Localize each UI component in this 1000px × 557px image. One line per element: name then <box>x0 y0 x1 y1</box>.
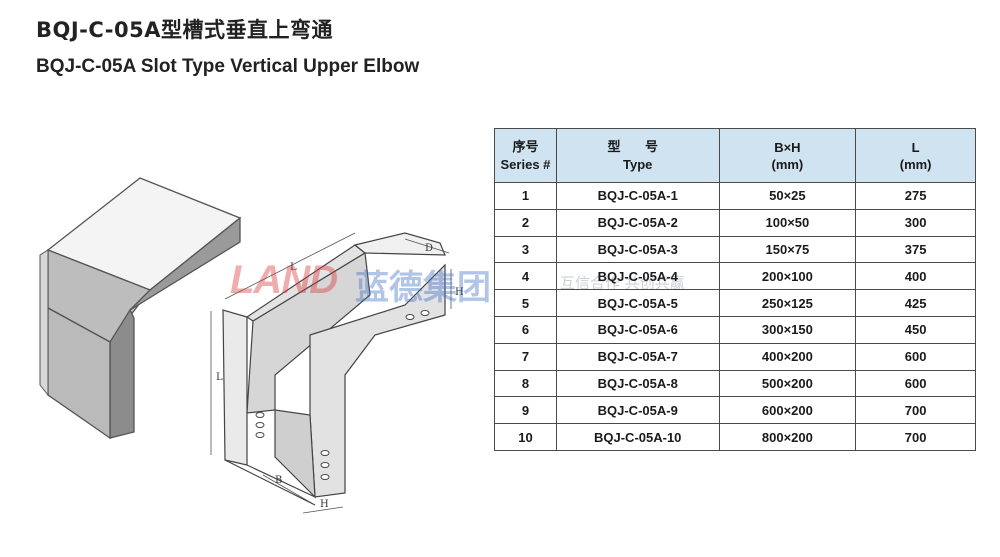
cell-type: BQJ-C-05A-3 <box>555 235 720 264</box>
cell-type: BQJ-C-05A-10 <box>555 423 720 451</box>
dimension-label-d: D <box>425 243 433 254</box>
cell-series: 3 <box>494 235 557 264</box>
dimension-label-l-top: L <box>290 262 297 273</box>
cell-bxh: 800×200 <box>718 423 857 451</box>
cell-bxh: 300×150 <box>718 315 857 344</box>
header-series-zh: 序号 <box>512 139 539 155</box>
cell-bxh: 250×125 <box>718 289 857 317</box>
cell-bxh: 400×200 <box>718 342 857 371</box>
cell-type: BQJ-C-05A-5 <box>555 289 720 317</box>
table-row: 9 BQJ-C-05A-9 600×200 700 <box>494 396 976 425</box>
cell-series: 10 <box>494 423 557 451</box>
cell-series: 6 <box>494 315 557 344</box>
cell-type: BQJ-C-05A-1 <box>555 182 720 210</box>
cell-series: 9 <box>494 396 557 425</box>
cell-series: 8 <box>494 369 557 398</box>
cell-l: 600 <box>855 369 976 398</box>
cell-bxh: 500×200 <box>718 369 857 398</box>
cell-bxh: 200×100 <box>718 262 857 291</box>
cell-bxh: 50×25 <box>718 182 857 210</box>
cell-l: 400 <box>855 262 976 291</box>
cell-type: BQJ-C-05A-2 <box>555 208 720 237</box>
table-row: 2 BQJ-C-05A-2 100×50 300 <box>494 208 976 237</box>
cell-bxh: 600×200 <box>718 396 857 425</box>
header-bxh: B×H (mm) <box>718 128 857 183</box>
header-type-en: Type <box>623 156 653 172</box>
dimension-label-b: B <box>275 475 282 486</box>
cell-series: 4 <box>494 262 557 291</box>
table-row: 6 BQJ-C-05A-6 300×150 450 <box>494 315 976 344</box>
table-row: 8 BQJ-C-05A-8 500×200 600 <box>494 369 976 398</box>
cell-l: 375 <box>855 235 976 264</box>
title-chinese: BQJ-C-05A型槽式垂直上弯通 <box>36 18 333 42</box>
dimension-label-l-vertical: L <box>216 372 223 383</box>
table-row: 3 BQJ-C-05A-3 150×75 375 <box>494 235 976 264</box>
title-english: BQJ-C-05A Slot Type Vertical Upper Elbow <box>36 56 420 77</box>
dimension-label-h-bottom: H <box>320 499 329 510</box>
header-l: L (mm) <box>855 128 976 183</box>
cell-l: 700 <box>855 423 976 451</box>
header-l-unit: (mm) <box>899 156 932 172</box>
cell-l: 300 <box>855 208 976 237</box>
cell-l: 600 <box>855 342 976 371</box>
cell-type: BQJ-C-05A-9 <box>555 396 720 425</box>
table-row: 7 BQJ-C-05A-7 400×200 600 <box>494 342 976 371</box>
cell-l: 425 <box>855 289 976 317</box>
header-bxh-label: B×H <box>774 139 801 155</box>
header-series: 序号 Series # <box>494 128 557 183</box>
cell-l: 450 <box>855 315 976 344</box>
table-row: 4 BQJ-C-05A-4 200×100 400 <box>494 262 976 291</box>
header-bxh-unit: (mm) <box>771 156 804 172</box>
cell-type: BQJ-C-05A-6 <box>555 315 720 344</box>
elbow-technical-drawing: L L D H B H <box>210 232 464 514</box>
cell-series: 2 <box>494 208 557 237</box>
header-l-label: L <box>911 139 920 155</box>
cell-l: 275 <box>855 182 976 210</box>
specification-table: 序号 Series # 型 号 Type B×H (mm) L (mm) <box>494 128 976 451</box>
header-series-en: Series # <box>500 156 551 172</box>
header-type-zh: 型 号 <box>607 139 668 155</box>
cell-l: 700 <box>855 396 976 425</box>
table-row: 5 BQJ-C-05A-5 250×125 425 <box>494 289 976 317</box>
dimension-label-h-top: H <box>455 287 464 298</box>
table-row: 1 BQJ-C-05A-1 50×25 275 <box>494 182 976 210</box>
cell-series: 5 <box>494 289 557 317</box>
cell-series: 7 <box>494 342 557 371</box>
cell-bxh: 150×75 <box>718 235 857 264</box>
cell-type: BQJ-C-05A-7 <box>555 342 720 371</box>
cell-type: BQJ-C-05A-4 <box>555 262 720 291</box>
cell-series: 1 <box>494 182 557 210</box>
table-row: 10 BQJ-C-05A-10 800×200 700 <box>494 423 976 451</box>
table-header-row: 序号 Series # 型 号 Type B×H (mm) L (mm) <box>494 128 976 183</box>
cell-bxh: 100×50 <box>718 208 857 237</box>
elbow-3d-illustration <box>39 177 242 440</box>
cell-type: BQJ-C-05A-8 <box>555 369 720 398</box>
header-type: 型 号 Type <box>555 128 720 183</box>
